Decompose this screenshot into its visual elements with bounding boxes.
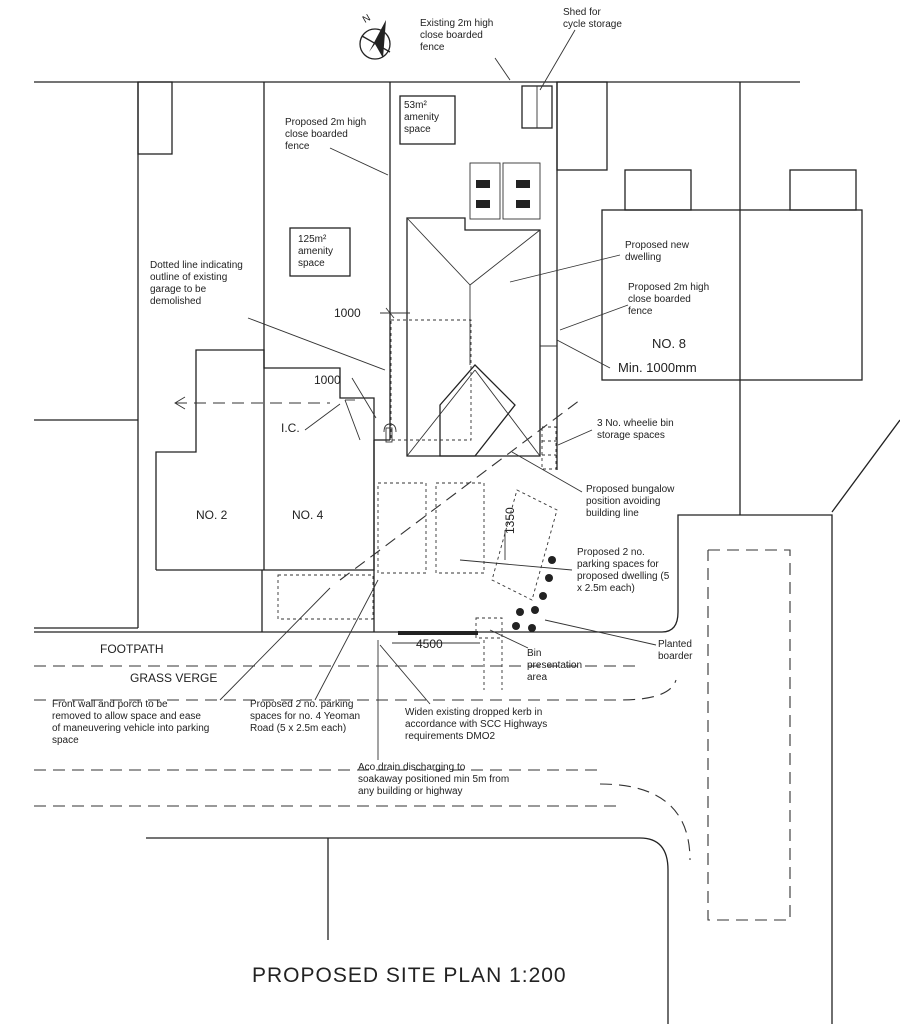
aco-line-3: any building or highway bbox=[358, 786, 463, 797]
planted-line-1: Planted bbox=[658, 639, 692, 650]
fence-left-line-3: fence bbox=[285, 141, 310, 152]
bungalow-line-1: Proposed bungalow bbox=[586, 484, 675, 495]
dim-1000-mid: 1000 bbox=[314, 373, 341, 387]
bins-line-2: storage spaces bbox=[597, 430, 665, 441]
dotted-line-2: outline of existing bbox=[150, 272, 227, 283]
grass-verge-label: GRASS VERGE bbox=[130, 671, 217, 685]
fence-right-line-2: close boarded bbox=[628, 294, 691, 305]
bin-present-line-2: presentation bbox=[527, 660, 582, 671]
dashed-layout bbox=[277, 319, 581, 690]
amenity125-line-3: space bbox=[298, 258, 325, 269]
no8-label: NO. 8 bbox=[652, 336, 686, 351]
planted-line-2: boarder bbox=[658, 651, 693, 662]
kerb-line-2: accordance with SCC Highways bbox=[405, 719, 547, 730]
parking-new-line-4: x 2.5m each) bbox=[577, 583, 635, 594]
footpath-label: FOOTPATH bbox=[100, 642, 164, 656]
no4-label: NO. 4 bbox=[292, 508, 324, 522]
existing-fence-line-3: fence bbox=[420, 42, 445, 53]
front-wall-line-2: removed to allow space and ease bbox=[52, 711, 201, 722]
ic-label: I.C. bbox=[281, 421, 300, 435]
amenity53-line-1: 53m² bbox=[404, 100, 427, 111]
dotted-line-1: Dotted line indicating bbox=[150, 260, 243, 271]
fence-left-line-2: close boarded bbox=[285, 129, 348, 140]
min-1000-label: Min. 1000mm bbox=[618, 360, 697, 375]
front-wall-line-3: of maneuvering vehicle into parking bbox=[52, 723, 209, 734]
leader-lines bbox=[174, 29, 657, 760]
bin-present-line-1: Bin bbox=[527, 648, 541, 659]
no2-label: NO. 2 bbox=[196, 508, 228, 522]
proposed-dwelling-roof bbox=[406, 162, 541, 457]
north-arrow-icon: N bbox=[359, 13, 391, 60]
parking-new-line-3: proposed dwelling (5 bbox=[577, 571, 670, 582]
bin-present-line-3: area bbox=[527, 672, 547, 683]
existing-fence-line-2: close boarded bbox=[420, 30, 483, 41]
svg-text:Proposed 2 no.parking spaces f: Proposed 2 no.parking spaces forproposed… bbox=[577, 547, 670, 594]
kerb-line-3: requirements DMO2 bbox=[405, 731, 495, 742]
dim-1350: 1350 bbox=[503, 507, 517, 534]
parking-new-line-1: Proposed 2 no. bbox=[577, 547, 645, 558]
parking-no4-line-3: Road (5 x 2.5m each) bbox=[250, 723, 346, 734]
houses-no2-no4 bbox=[155, 349, 390, 632]
shrub-icons bbox=[512, 556, 556, 632]
aco-line-1: Aco drain discharging to bbox=[358, 762, 466, 773]
parking-no4-line-2: spaces for no. 4 Yeoman bbox=[250, 711, 360, 722]
kerb-line-1: Widen existing dropped kerb in bbox=[405, 707, 542, 718]
bungalow-line-2: position avoiding bbox=[586, 496, 661, 507]
dotted-line-3: garage to be bbox=[150, 284, 207, 295]
existing-fence-line-1: Existing 2m high bbox=[420, 18, 493, 29]
shed-line-1: Shed for bbox=[563, 7, 601, 18]
amenity125-line-2: amenity bbox=[298, 246, 333, 257]
fence-right-line-1: Proposed 2m high bbox=[628, 282, 709, 293]
north-letter: N bbox=[361, 13, 373, 26]
new-dwelling-line-1: Proposed new bbox=[625, 240, 690, 251]
fence-left-line-1: Proposed 2m high bbox=[285, 117, 366, 128]
new-dwelling-line-2: dwelling bbox=[625, 252, 661, 263]
dotted-line-4: demolished bbox=[150, 296, 201, 307]
parking-new-line-2: parking spaces for bbox=[577, 559, 659, 570]
front-wall-line-4: space bbox=[52, 735, 79, 746]
shed-line-2: cycle storage bbox=[563, 19, 622, 30]
dim-4500: 4500 bbox=[416, 637, 443, 651]
boundaries bbox=[34, 81, 900, 629]
svg-text:Widen existing dropped kerb in: Widen existing dropped kerb inaccordance… bbox=[405, 707, 547, 742]
amenity53-line-3: space bbox=[404, 124, 431, 135]
highway bbox=[34, 514, 833, 1024]
bins-line-1: 3 No. wheelie bin bbox=[597, 418, 674, 429]
amenity125-line-1: 125m² bbox=[298, 234, 327, 245]
parking-no4-line-1: Proposed 2 no. parking bbox=[250, 699, 353, 710]
fence-right-line-3: fence bbox=[628, 306, 653, 317]
bungalow-line-3: building line bbox=[586, 508, 639, 519]
amenity53-line-2: amenity bbox=[404, 112, 439, 123]
drawing-title: PROPOSED SITE PLAN 1:200 bbox=[252, 964, 567, 987]
dim-1000-top: 1000 bbox=[334, 306, 361, 320]
front-wall-line-1: Front wall and porch to be bbox=[52, 699, 168, 710]
aco-line-2: soakaway positioned min 5m from bbox=[358, 774, 509, 785]
